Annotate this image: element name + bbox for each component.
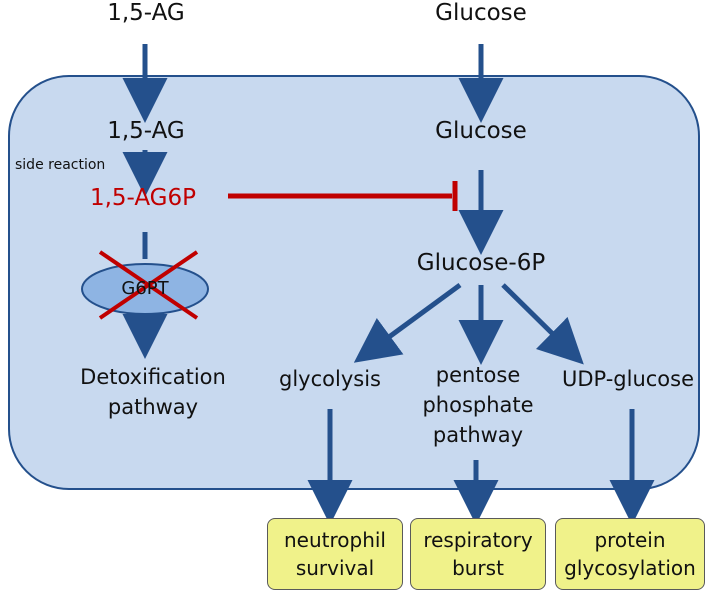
label-ppp-line-2: phosphate xyxy=(422,393,534,417)
label-ppp: pentose phosphate pathway xyxy=(420,360,536,450)
label-glucose-outside: Glucose xyxy=(435,0,527,26)
label-ag6p: 1,5-AG6P xyxy=(89,185,197,211)
output-protein-line-1: protein xyxy=(594,528,666,552)
output-box-respiratory-burst: respiratory burst xyxy=(410,518,546,590)
label-ppp-line-3: pathway xyxy=(432,423,524,447)
output-box-neutrophil-survival: neutrophil survival xyxy=(267,518,403,590)
output-neutrophil-line-1: neutrophil xyxy=(283,528,386,552)
label-udp-glucose: UDP-glucose xyxy=(561,367,695,391)
label-glucose6p: Glucose-6P xyxy=(416,250,546,276)
arrow-g6p-to-glycolysis xyxy=(353,282,462,363)
output-respiratory-line-1: respiratory xyxy=(423,528,533,552)
label-glycolysis: glycolysis xyxy=(279,367,381,391)
output-respiratory-line-2: burst xyxy=(452,556,504,580)
label-g6pt: G6PT xyxy=(121,278,169,299)
label-detox-line-2: pathway xyxy=(107,395,199,419)
arrow-g6p-to-udp xyxy=(501,283,584,365)
label-detox-line-1: Detoxification xyxy=(80,365,226,389)
label-ag-outside: 1,5-AG xyxy=(107,0,185,26)
cell-compartment xyxy=(8,75,700,490)
cross-mark-icon xyxy=(98,250,199,320)
output-box-protein-glycosylation: protein glycosylation xyxy=(555,518,705,590)
output-protein-line-2: glycosylation xyxy=(564,556,696,580)
label-ag-inside: 1,5-AG xyxy=(107,118,185,144)
label-ppp-line-1: pentose xyxy=(435,363,521,387)
label-side-reaction: side reaction xyxy=(15,157,106,173)
label-glucose-inside: Glucose xyxy=(435,118,527,144)
label-detox-pathway: Detoxification pathway xyxy=(55,362,251,422)
output-neutrophil-line-2: survival xyxy=(295,556,375,580)
